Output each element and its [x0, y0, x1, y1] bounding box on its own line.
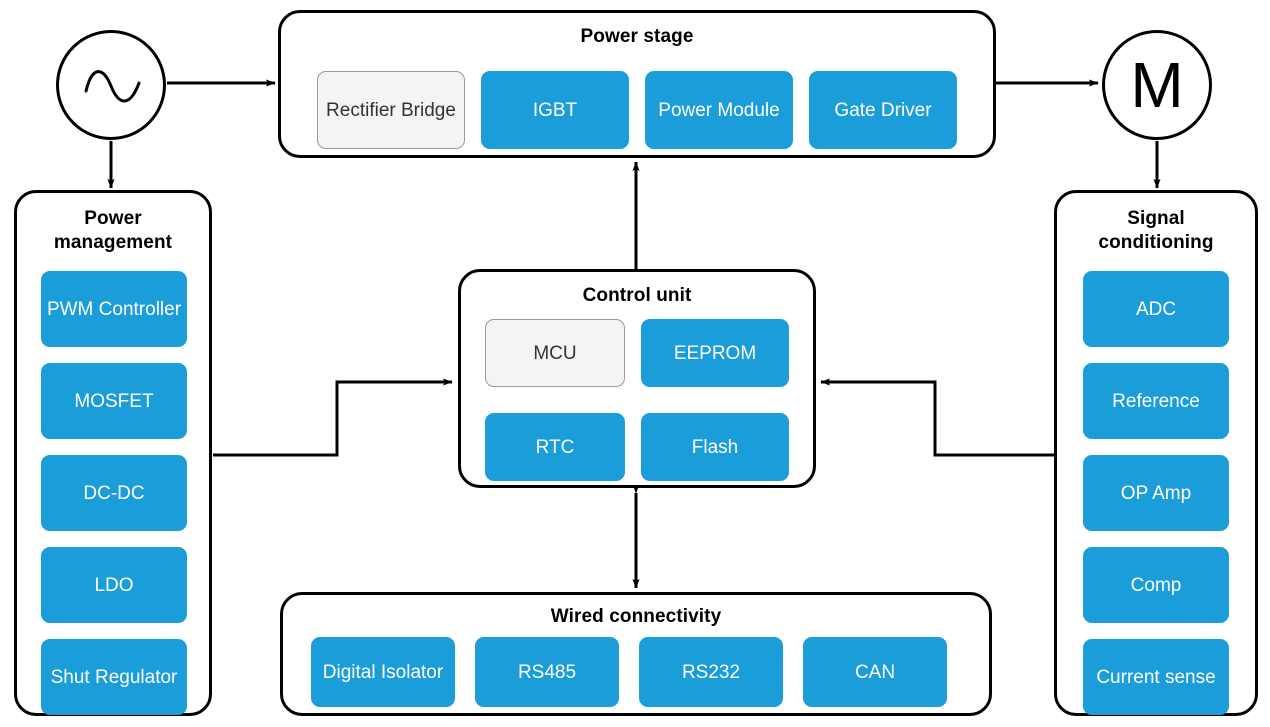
block-can[interactable]: CAN	[803, 637, 947, 707]
block-flash[interactable]: Flash	[641, 413, 789, 481]
block-rs485[interactable]: RS485	[475, 637, 619, 707]
block-igbt[interactable]: IGBT	[481, 71, 629, 149]
ac-source-node[interactable]	[56, 30, 166, 140]
block-ldo[interactable]: LDO	[41, 547, 187, 623]
signal-conditioning-title: Signal conditioning	[1098, 208, 1214, 253]
ac-source-sine-icon	[84, 70, 141, 103]
block-current-sense[interactable]: Current sense	[1083, 639, 1229, 715]
block-power-module[interactable]: Power Module	[645, 71, 793, 149]
block-eeprom[interactable]: EEPROM	[641, 319, 789, 387]
motor-node[interactable]: M	[1102, 30, 1212, 140]
group-signal-conditioning[interactable]: Signal conditioning ADC Reference OP Amp…	[1054, 190, 1258, 716]
control-unit-title: Control unit	[582, 285, 692, 306]
group-power-management[interactable]: Power management PWM Controller MOSFET D…	[14, 190, 212, 716]
wire-power-management-to-control-unit	[213, 378, 453, 457]
group-wired-connectivity[interactable]: Wired connectivity Digital Isolator RS48…	[280, 592, 992, 716]
block-digital-isolator[interactable]: Digital Isolator	[311, 637, 455, 707]
block-rs232[interactable]: RS232	[639, 637, 783, 707]
block-pwm-controller[interactable]: PWM Controller	[41, 271, 187, 347]
motor-label: M	[1130, 49, 1184, 121]
group-power-stage[interactable]: Power stage Rectifier Bridge IGBT Power …	[278, 10, 996, 158]
block-comp[interactable]: Comp	[1083, 547, 1229, 623]
block-shut-regulator[interactable]: Shut Regulator	[41, 639, 187, 715]
wired-connectivity-title: Wired connectivity	[550, 606, 722, 627]
block-mcu[interactable]: MCU	[485, 319, 625, 387]
block-adc[interactable]: ADC	[1083, 271, 1229, 347]
block-mosfet[interactable]: MOSFET	[41, 363, 187, 439]
group-control-unit[interactable]: Control unit MCU EEPROM RTC Flash	[458, 269, 816, 488]
block-rectifier-bridge[interactable]: Rectifier Bridge	[317, 71, 465, 149]
block-reference[interactable]: Reference	[1083, 363, 1229, 439]
power-stage-title: Power stage	[580, 26, 694, 47]
block-gate-driver[interactable]: Gate Driver	[809, 71, 957, 149]
wire-signal-conditioning-to-control-unit	[820, 378, 1055, 457]
power-management-title: Power management	[53, 208, 173, 253]
block-op-amp[interactable]: OP Amp	[1083, 455, 1229, 531]
block-dc-dc[interactable]: DC-DC	[41, 455, 187, 531]
block-rtc[interactable]: RTC	[485, 413, 625, 481]
